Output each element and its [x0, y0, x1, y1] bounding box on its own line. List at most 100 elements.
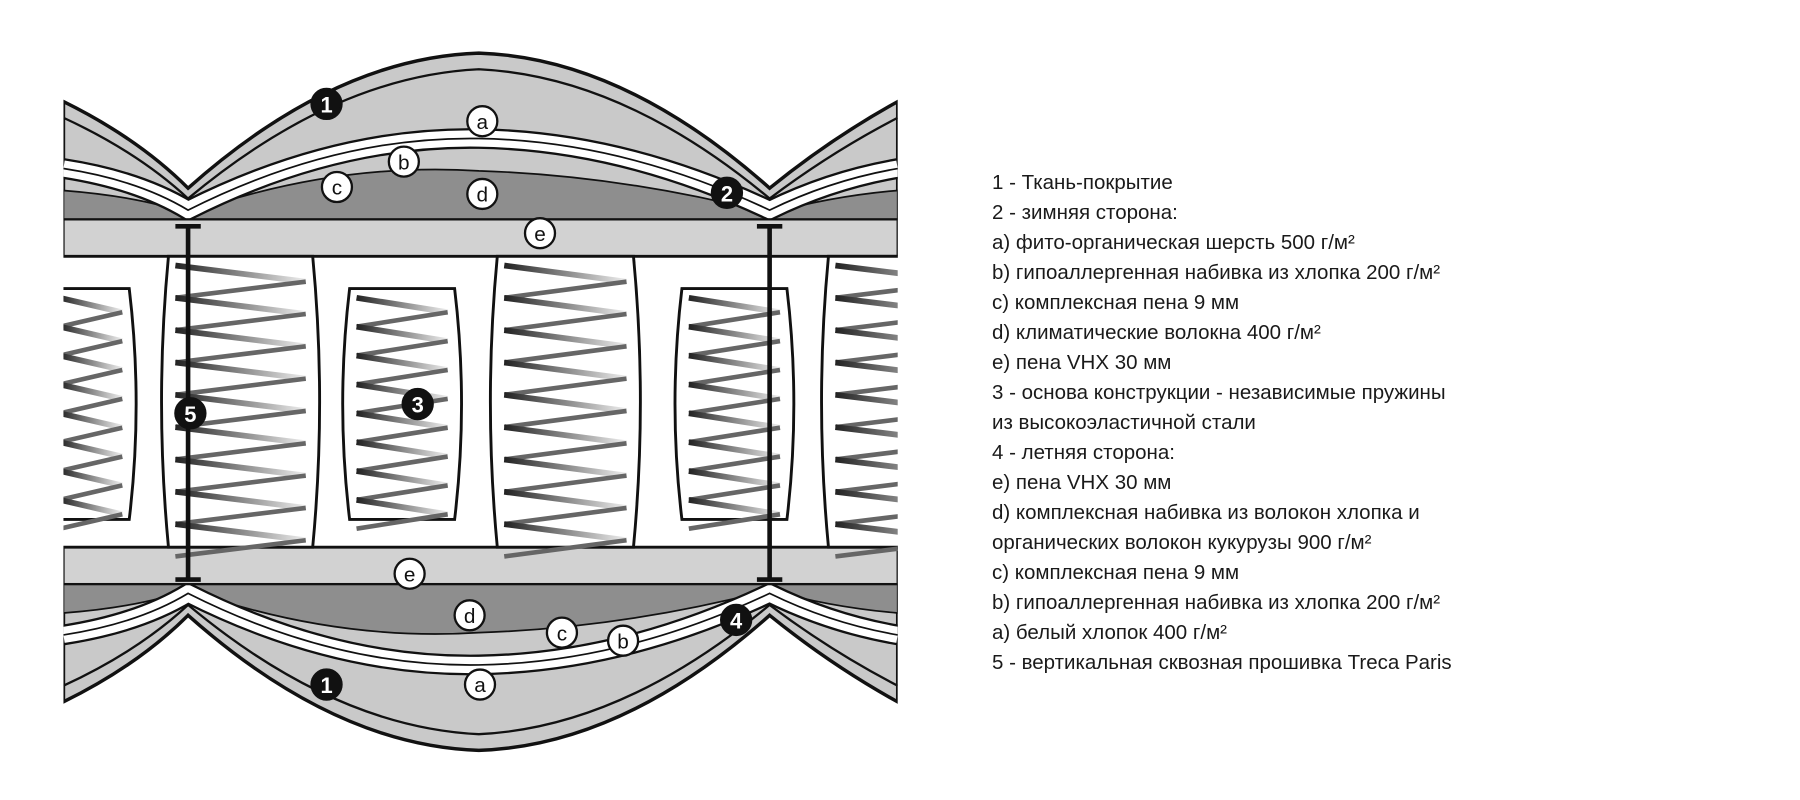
- legend-item: a) белый хлопок 400 г/м²: [992, 621, 1227, 644]
- spring-coil: [63, 512, 123, 531]
- marker-bot-c: c: [545, 616, 579, 649]
- legend-item: e) пена VHX 30 мм: [992, 351, 1172, 374]
- legend-item: d) комплексная набивка из волокон хлопка…: [992, 501, 1420, 524]
- spring-coil: [63, 468, 123, 489]
- spring-coil: [356, 323, 449, 344]
- spring-coil: [835, 294, 898, 309]
- spring-columns: [63, 254, 898, 559]
- marker-top-b: b: [387, 145, 420, 178]
- legend-item: 3 - основа конструкции - независимые пру…: [992, 381, 1446, 404]
- spring-coil: [835, 262, 898, 277]
- spring-coil: [503, 505, 627, 527]
- marker-top-c: c: [320, 170, 354, 204]
- spring-coil: [688, 483, 781, 503]
- spring-coil: [175, 391, 307, 414]
- marker-bot-e: e: [393, 557, 426, 590]
- spring-coil: [356, 512, 449, 531]
- spring-coil: [688, 497, 781, 518]
- spring-coil: [503, 488, 627, 511]
- spring-coil: [503, 376, 627, 398]
- marker-label: a: [477, 111, 489, 134]
- spring-coil: [835, 424, 898, 438]
- marker-label: 2: [721, 181, 733, 206]
- spring-coil: [503, 279, 627, 301]
- legend-item: 4 - летняя сторона:: [992, 441, 1175, 464]
- marker-top-e: e: [523, 217, 557, 250]
- legend-item: 1 - Ткань-покрытие: [992, 171, 1173, 194]
- spring-coil: [175, 488, 307, 511]
- spring-coil: [175, 359, 307, 382]
- legend-item: c) комплексная пена 9 мм: [992, 561, 1240, 584]
- spring-coil: [356, 410, 449, 431]
- legend-item: 5 - вертикальная сквозная прошивка Treca…: [992, 651, 1452, 674]
- marker-label: c: [332, 177, 342, 200]
- spring-coil: [503, 311, 627, 333]
- spring-coil: [503, 327, 627, 350]
- marker-label: b: [398, 151, 410, 174]
- spring-coil: [503, 473, 627, 495]
- spring-coil: [356, 294, 449, 316]
- spring-coil: [175, 521, 307, 544]
- spring-coil: [175, 473, 307, 495]
- marker-label: 4: [730, 609, 743, 634]
- spring-coil: [835, 514, 898, 527]
- spring-coil: [835, 359, 898, 374]
- spring-coil: [356, 338, 449, 358]
- spring-coil: [835, 449, 898, 462]
- spring-coil: [835, 417, 898, 430]
- spring-coil: [356, 497, 449, 518]
- spring-coil: [688, 410, 781, 431]
- spring-coil: [63, 454, 123, 473]
- marker-label: e: [534, 223, 546, 246]
- spring-coil: [175, 294, 307, 317]
- spring-column: [488, 254, 642, 559]
- spring-coil: [63, 382, 123, 402]
- spring-coil: [63, 295, 123, 316]
- marker-top-a: a: [466, 105, 499, 138]
- spring-coil: [175, 537, 307, 559]
- legend-item: b) гипоаллергенная набивка из хлопка 200…: [992, 261, 1441, 284]
- spring-coil: [835, 546, 898, 559]
- marker-label: d: [477, 184, 489, 207]
- marker-label: a: [474, 674, 486, 697]
- legend-item: c) комплексная пена 9 мм: [992, 291, 1240, 314]
- marker-label: 5: [184, 402, 196, 427]
- spring-coil: [356, 309, 449, 329]
- spring-coil: [503, 456, 627, 479]
- marker-top-d: d: [466, 177, 499, 211]
- spring-coil: [688, 425, 781, 445]
- marker-label: d: [464, 605, 476, 628]
- spring-coil: [503, 294, 627, 317]
- spring-coil: [356, 483, 449, 503]
- spring-coil: [688, 367, 781, 387]
- spring-coil: [688, 512, 781, 531]
- spring-coil: [835, 327, 898, 341]
- marker-label: b: [617, 630, 629, 653]
- spring-column: [341, 287, 463, 531]
- spring-coil: [503, 521, 627, 544]
- spring-coil: [688, 352, 781, 373]
- spring-coil: [175, 376, 307, 398]
- marker-label: 1: [320, 93, 332, 118]
- spring-coil: [175, 311, 307, 333]
- spring-coil: [835, 352, 898, 365]
- spring-coil: [356, 425, 449, 445]
- spring-coil: [835, 391, 898, 406]
- spring-coil: [356, 352, 449, 373]
- spring-coil: [63, 483, 123, 502]
- spring-coil: [503, 537, 627, 559]
- legend-item: a) фито-органическая шерсть 500 г/м²: [992, 231, 1355, 254]
- legend-item: 2 - зимняя сторона:: [992, 201, 1178, 224]
- spring-coil: [175, 505, 307, 527]
- marker-top-2: 2: [710, 176, 744, 209]
- spring-coil: [175, 424, 307, 447]
- spring-coil: [63, 439, 123, 460]
- spring-column: [820, 254, 898, 559]
- marker-label: 1: [320, 673, 332, 698]
- spring-coil: [835, 481, 898, 495]
- spring-coil: [503, 408, 627, 430]
- spring-coil: [63, 425, 123, 444]
- spring-coil: [63, 497, 123, 518]
